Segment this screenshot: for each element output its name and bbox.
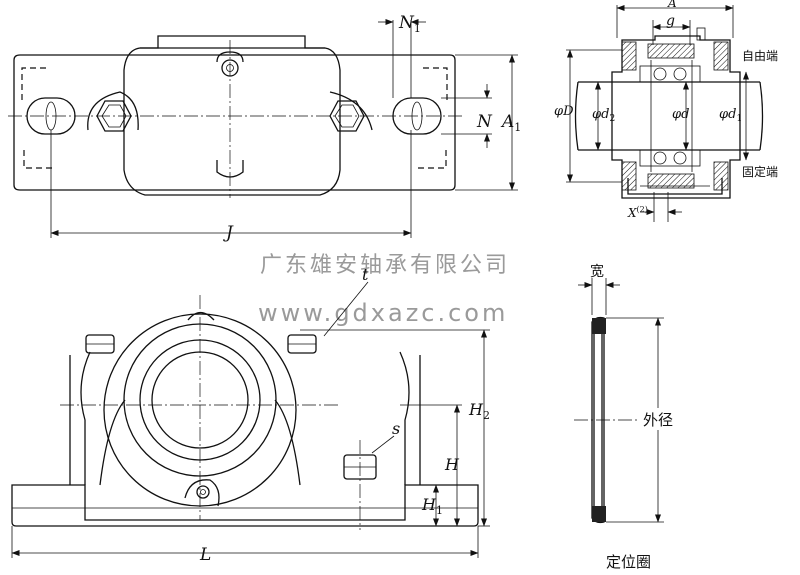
ring-caption: 定位圈 [606,553,651,571]
ring-outer-dia-label: 外径 [643,411,673,429]
dim-n-label: N [476,112,493,132]
free-end-label: 自由端 [742,49,778,63]
dim-phi-d1-label: φd1 [719,107,742,124]
dim-a1-label: A1 [500,112,521,134]
dim-phi-d-outer-label: φD [554,104,574,119]
front-view: t s H2 H H1 L [11,265,490,565]
dim-a-label: A [667,0,677,10]
dim-t-label: t [362,265,369,284]
dim-x-label: X(2) [627,205,648,220]
dim-g-label: g [666,13,675,29]
top-view: J N1 N A1 [8,13,521,243]
locating-ring-view: 宽 外径 定位圈 [574,263,680,571]
dim-l-label: L [199,545,211,565]
dim-s-label: s [392,419,400,438]
section-view: A g φD [554,0,778,222]
watermark-url: www.gdxazc.com [258,299,508,327]
fixed-end-label: 固定端 [742,164,778,179]
dim-phi-d-label: φd [672,107,689,122]
dim-n1-label: N1 [398,13,421,35]
dim-h-label: H [444,455,460,474]
dim-phi-d2-label: φd2 [592,107,615,124]
ring-width-label: 宽 [590,263,604,280]
dim-h1-label: H1 [421,495,443,517]
dim-h2-label: H2 [468,400,490,422]
dim-j-label: J [223,223,234,243]
watermark-company: 广东雄安轴承有限公司 [260,253,510,278]
